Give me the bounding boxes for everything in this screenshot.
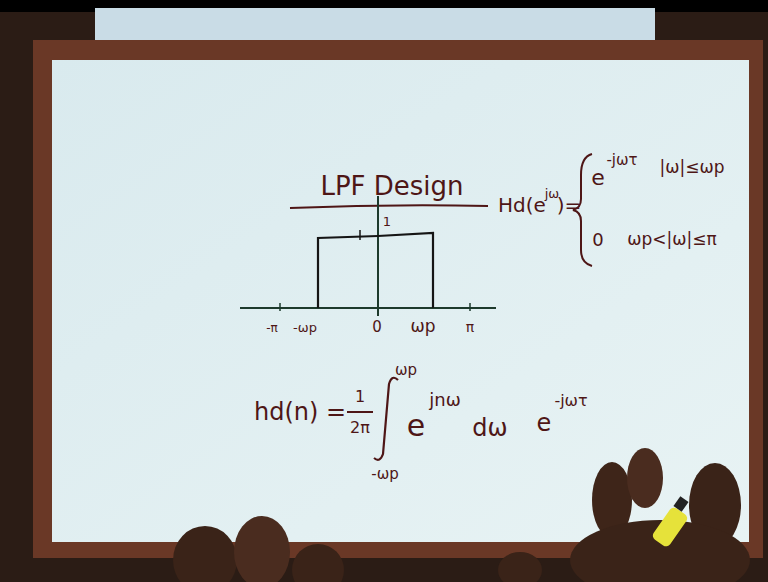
finger <box>173 526 237 582</box>
equation-term: )= <box>557 193 582 217</box>
equation-term-wrap: e <box>407 411 425 441</box>
fraction-numerator: 1 <box>355 387 365 406</box>
condition: ωp<|ω|≤π <box>627 229 716 249</box>
lowpass-response <box>318 233 433 308</box>
title-wrap: LPF Design <box>320 173 463 199</box>
equation-term-wrap: hd(n) = <box>254 400 346 424</box>
axis-value-wrap: 1 <box>383 212 391 230</box>
condition: |ω|≤ωp <box>660 157 725 177</box>
integral-limit: -ωp <box>371 465 399 483</box>
tick-mark <box>469 303 471 311</box>
hands <box>173 448 750 582</box>
title-underline <box>290 205 488 208</box>
board-frame <box>33 40 763 558</box>
integral-sign <box>374 378 398 460</box>
fraction-denominator: 2π <box>350 418 370 437</box>
fraction-bar <box>347 411 373 413</box>
equation-term: e <box>537 409 552 437</box>
title: LPF Design <box>320 171 463 201</box>
fraction-numerator-wrap: 1 <box>355 388 365 406</box>
axis-label: 0 <box>372 318 382 336</box>
integral-limit-wrap: -ωp <box>371 465 399 483</box>
axis-label-wrap: 0 <box>372 318 382 336</box>
frequency-axis <box>240 307 496 309</box>
exponent-wrap: -jωτ <box>606 151 637 169</box>
equation-term-wrap: 0 <box>592 231 603 250</box>
finger <box>498 552 542 582</box>
tick-mark <box>359 230 361 240</box>
marker-tip <box>673 496 688 512</box>
equation-term: e <box>591 165 605 190</box>
equation-term-wrap: e <box>537 411 552 435</box>
axis-label: π <box>466 319 474 335</box>
exponent: jnω <box>429 389 460 410</box>
condition-wrap: |ω|≤ωp <box>660 159 725 177</box>
exponent: -jωτ <box>606 151 637 169</box>
exponent-wrap: -jωτ <box>554 392 587 410</box>
sheet <box>52 60 749 542</box>
integral-limit: ωp <box>395 361 417 379</box>
fraction-denominator-wrap: 2π <box>350 419 370 437</box>
equation-term: dω <box>472 414 507 442</box>
exponent: -jωτ <box>554 391 587 410</box>
equation-term: 0 <box>592 229 603 250</box>
axis-label: -ωp <box>293 320 317 335</box>
axis-label-wrap: -ωp <box>293 318 317 336</box>
finger <box>292 544 344 582</box>
finger <box>627 448 663 508</box>
axis-label-wrap: ωp <box>410 318 435 336</box>
equation-term: e <box>407 408 425 443</box>
axis-value: 1 <box>383 214 391 229</box>
axis-label: ωp <box>410 316 435 336</box>
equation-term-wrap: dω <box>472 416 507 440</box>
axis-label: -π <box>266 321 278 335</box>
axis-label-wrap: -π <box>266 318 278 336</box>
equation-term-wrap: )= <box>557 195 582 216</box>
equation-term: Hd(e <box>498 193 546 217</box>
axis-label-wrap: π <box>466 318 474 336</box>
equation-term-wrap: Hd(e <box>498 195 546 216</box>
exponent-wrap: jnω <box>429 391 460 410</box>
magnitude-axis <box>377 196 379 316</box>
equation-term-wrap: e <box>591 167 605 189</box>
tick-mark <box>279 303 281 311</box>
marker-pen <box>651 506 689 549</box>
integral-limit-wrap: ωp <box>395 361 417 379</box>
equation-term: hd(n) = <box>254 398 346 426</box>
condition-wrap: ωp<|ω|≤π <box>627 231 716 249</box>
finger <box>234 516 290 582</box>
